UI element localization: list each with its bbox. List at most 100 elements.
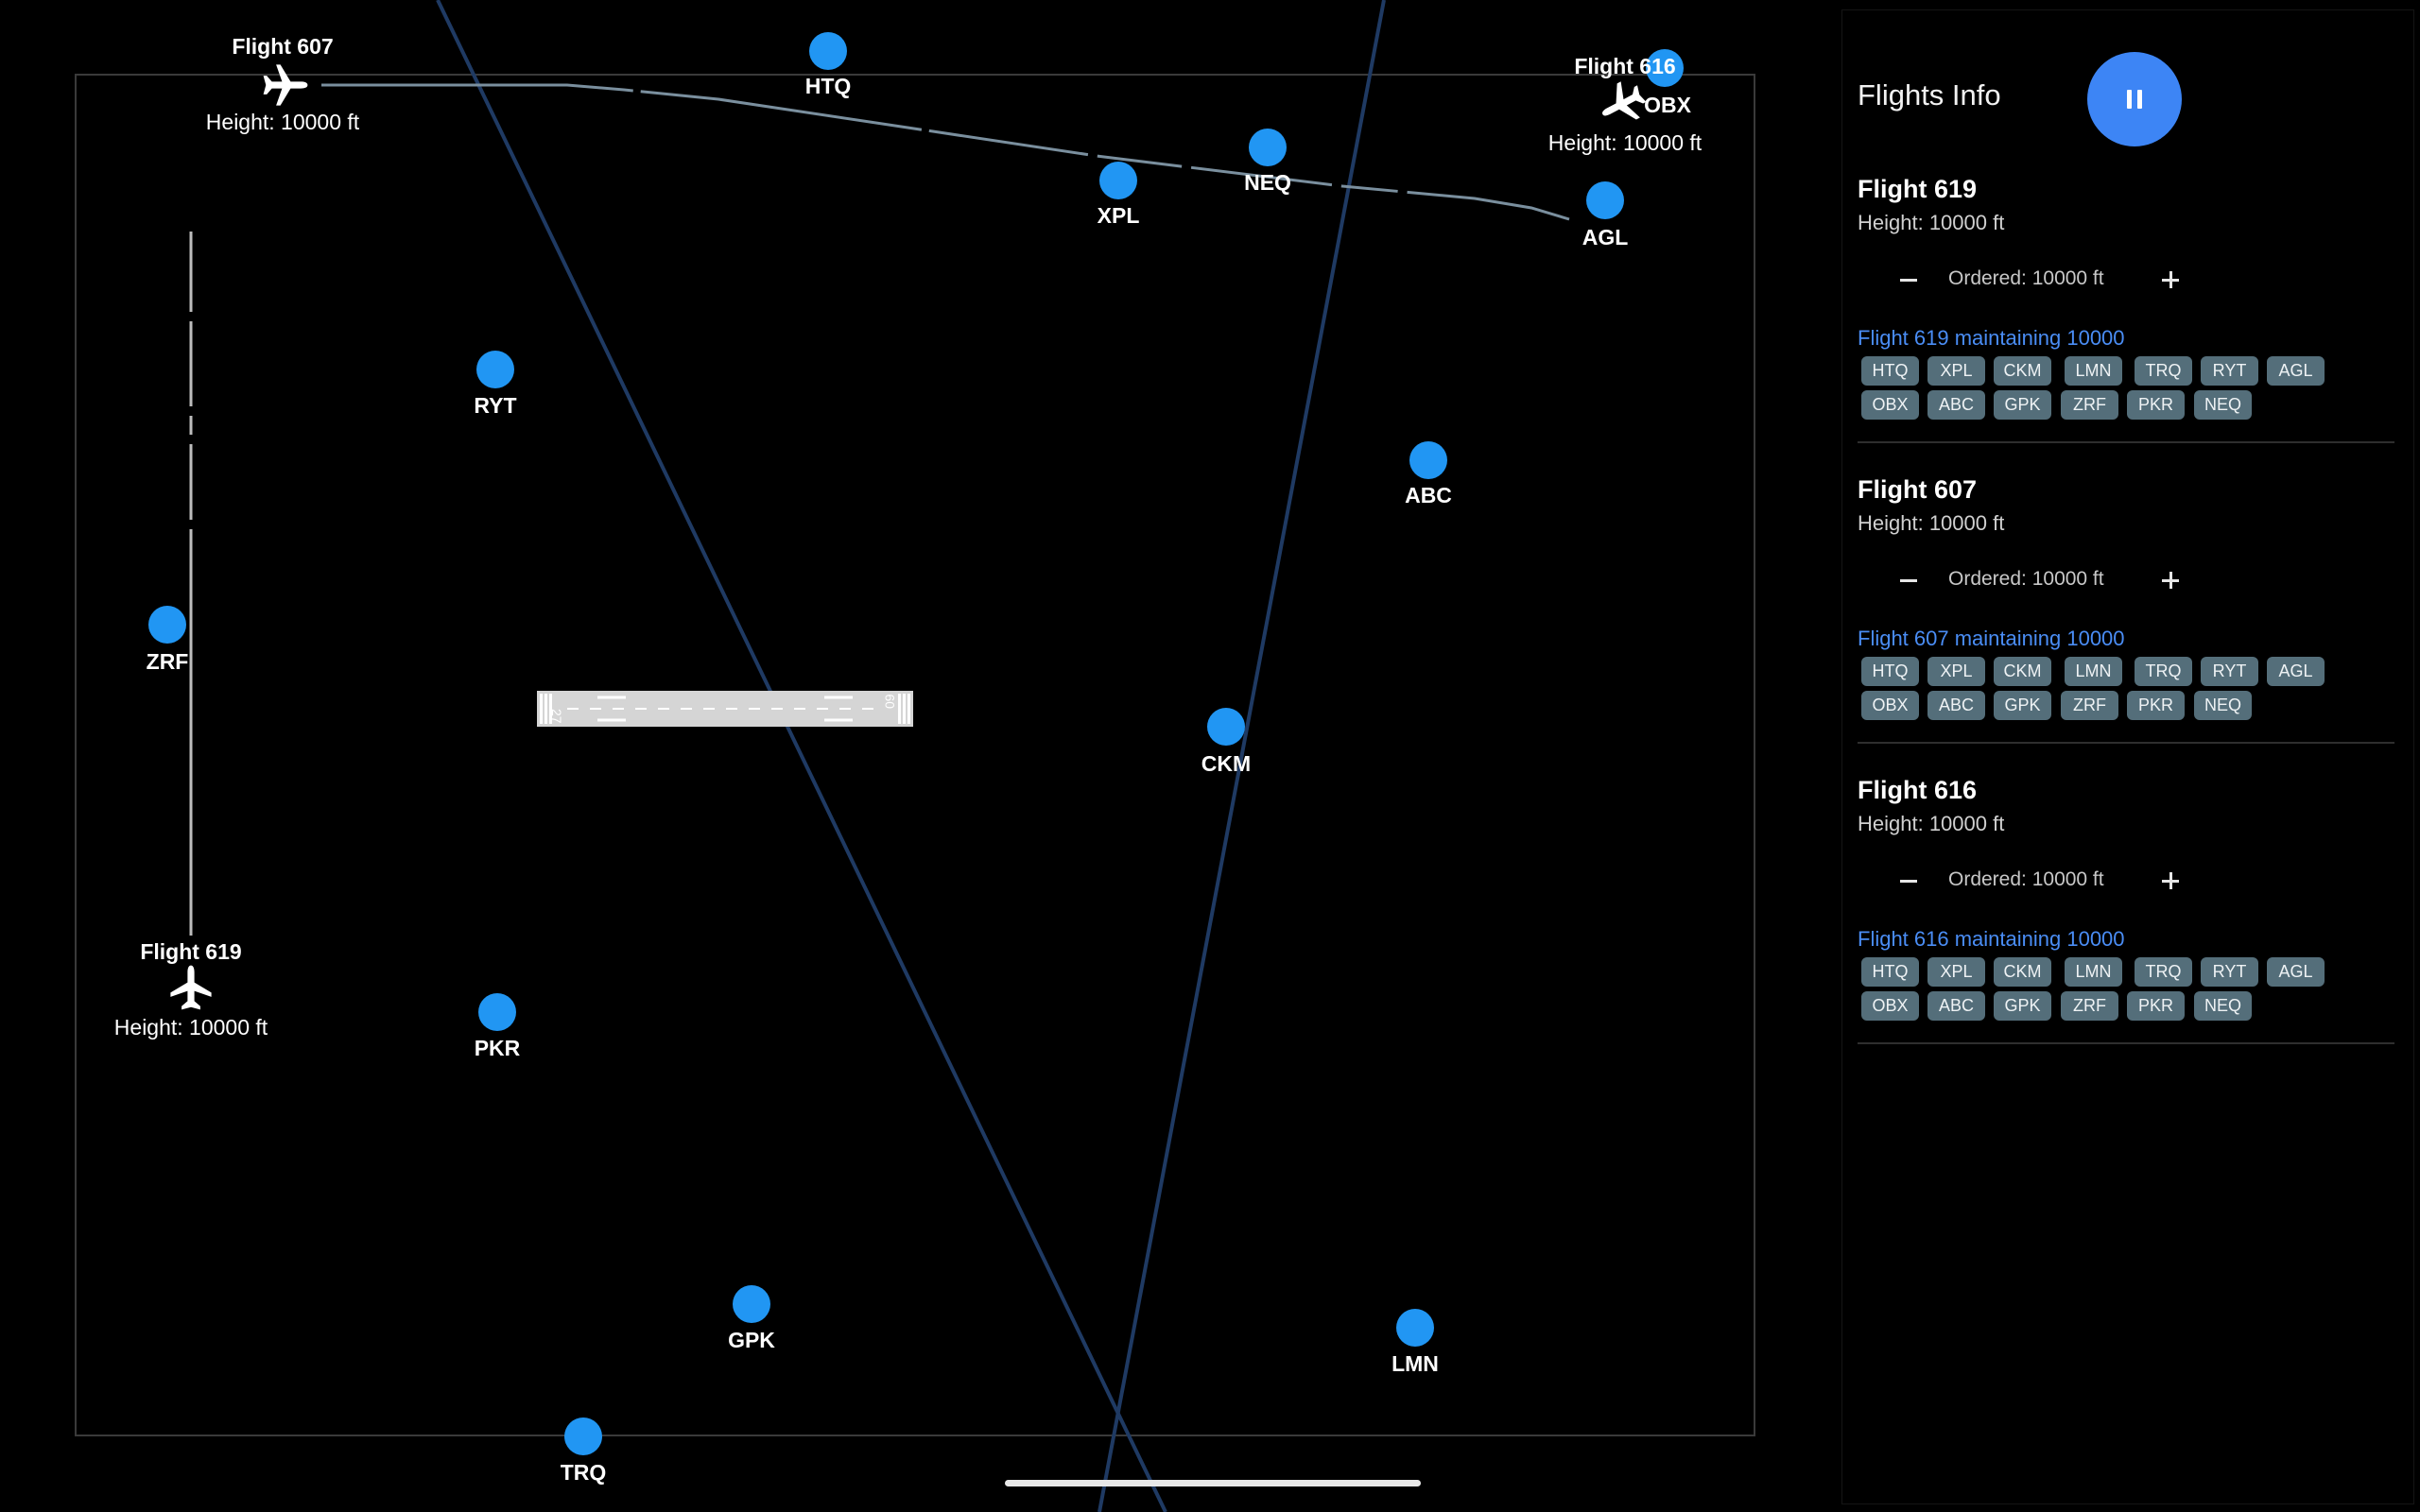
waypoint-chip[interactable]: LMN bbox=[2065, 356, 2122, 386]
waypoint-chip[interactable]: TRQ bbox=[2135, 356, 2192, 386]
ordered-altitude: Ordered: 10000 ft bbox=[1948, 568, 2104, 590]
waypoint-chip[interactable]: XPL bbox=[1927, 657, 1985, 686]
airspace-boundary bbox=[75, 74, 1755, 1436]
increase-altitude-button[interactable] bbox=[2156, 266, 2185, 294]
runway-number: 27 bbox=[549, 709, 564, 724]
waypoint-chip[interactable]: CKM bbox=[1994, 356, 2051, 386]
waypoint-label: HTQ bbox=[804, 74, 852, 98]
pause-icon bbox=[2127, 90, 2132, 109]
waypoint-label: ZRF bbox=[146, 649, 189, 674]
decrease-altitude-button[interactable] bbox=[1895, 566, 1924, 594]
waypoint-chip[interactable]: TRQ bbox=[2135, 957, 2192, 987]
waypoint-label: AGL bbox=[1582, 225, 1629, 249]
waypoint-ckm[interactable] bbox=[1207, 708, 1245, 746]
panel-title: Flights Info bbox=[1858, 78, 2001, 112]
waypoint-zrf[interactable] bbox=[148, 606, 186, 644]
waypoint-chip[interactable]: GPK bbox=[1994, 691, 2051, 720]
waypoint-chip[interactable]: XPL bbox=[1927, 356, 1985, 386]
pause-icon bbox=[2137, 90, 2142, 109]
waypoint-chip[interactable]: RYT bbox=[2201, 957, 2258, 987]
runway-number: 09 bbox=[882, 694, 897, 709]
waypoint-xpl[interactable] bbox=[1099, 162, 1137, 199]
divider bbox=[1858, 742, 2394, 744]
waypoint-chip[interactable]: GPK bbox=[1994, 390, 2051, 420]
waypoint-label: NEQ bbox=[1244, 170, 1291, 195]
waypoint-chip[interactable]: PKR bbox=[2127, 691, 2185, 720]
waypoint-chip[interactable]: ABC bbox=[1927, 390, 1985, 420]
airplane-icon[interactable] bbox=[1597, 78, 1648, 129]
waypoint-chip[interactable]: RYT bbox=[2201, 657, 2258, 686]
waypoint-chip[interactable]: CKM bbox=[1994, 657, 2051, 686]
waypoint-chip[interactable]: TRQ bbox=[2135, 657, 2192, 686]
waypoint-chip[interactable]: ZRF bbox=[2061, 691, 2118, 720]
decrease-altitude-button[interactable] bbox=[1895, 266, 1924, 294]
waypoint-label: RYT bbox=[474, 393, 517, 418]
waypoint-chip[interactable]: PKR bbox=[2127, 991, 2185, 1021]
waypoint-abc[interactable] bbox=[1409, 441, 1447, 479]
flight-616-height: Height: 10000 ft bbox=[1547, 130, 1703, 155]
waypoint-label: PKR bbox=[474, 1036, 521, 1060]
waypoint-lmn[interactable] bbox=[1396, 1309, 1434, 1347]
flight-status: Flight 607 maintaining 10000 bbox=[1858, 627, 2125, 650]
waypoint-chip[interactable]: OBX bbox=[1861, 991, 1919, 1021]
flight-card-title: Flight 607 bbox=[1858, 475, 1978, 504]
waypoint-chip[interactable]: AGL bbox=[2267, 356, 2325, 386]
radar-map[interactable]: 27 09 HTQ XPL NEQ OBX AGL RYT ABC ZRF CK… bbox=[0, 0, 1834, 1512]
waypoint-neq[interactable] bbox=[1249, 129, 1287, 166]
waypoint-chip[interactable]: CKM bbox=[1994, 957, 2051, 987]
waypoint-label: ABC bbox=[1405, 483, 1452, 507]
waypoint-chip[interactable]: AGL bbox=[2267, 957, 2325, 987]
flight-status: Flight 616 maintaining 10000 bbox=[1858, 927, 2125, 951]
waypoint-chip[interactable]: NEQ bbox=[2194, 390, 2252, 420]
waypoint-pkr[interactable] bbox=[478, 993, 516, 1031]
waypoint-label: CKM bbox=[1201, 751, 1252, 776]
waypoint-trq[interactable] bbox=[564, 1418, 602, 1455]
route-line bbox=[436, 0, 1167, 1512]
route-line bbox=[1098, 0, 1386, 1512]
divider bbox=[1858, 1042, 2394, 1044]
waypoint-chip[interactable]: ZRF bbox=[2061, 390, 2118, 420]
waypoint-chip[interactable]: ZRF bbox=[2061, 991, 2118, 1021]
waypoint-label: GPK bbox=[728, 1328, 775, 1352]
waypoint-chip[interactable]: HTQ bbox=[1861, 356, 1919, 386]
flight-card: Flight 607 Height: 10000 ft Ordered: 100… bbox=[1858, 475, 2410, 776]
radar-canvas: 27 09 bbox=[75, 0, 1755, 1512]
waypoint-chip[interactable]: OBX bbox=[1861, 691, 1919, 720]
increase-altitude-button[interactable] bbox=[2156, 566, 2185, 594]
waypoint-chip[interactable]: ABC bbox=[1927, 691, 1985, 720]
waypoint-chip[interactable]: XPL bbox=[1927, 957, 1985, 987]
waypoint-chip[interactable]: LMN bbox=[2065, 657, 2122, 686]
waypoint-chip[interactable]: RYT bbox=[2201, 356, 2258, 386]
flight-card-title: Flight 619 bbox=[1858, 175, 1978, 203]
waypoint-label: TRQ bbox=[560, 1460, 607, 1485]
airplane-icon[interactable] bbox=[260, 60, 311, 111]
flight-card-height: Height: 10000 ft bbox=[1858, 211, 2005, 234]
waypoint-gpk[interactable] bbox=[733, 1285, 770, 1323]
waypoint-chip[interactable]: ABC bbox=[1927, 991, 1985, 1021]
waypoint-chip[interactable]: PKR bbox=[2127, 390, 2185, 420]
flight-path bbox=[321, 83, 1570, 221]
waypoint-chip[interactable]: NEQ bbox=[2194, 991, 2252, 1021]
pause-button[interactable] bbox=[2087, 52, 2182, 146]
decrease-altitude-button[interactable] bbox=[1895, 867, 1924, 895]
waypoint-chip[interactable]: OBX bbox=[1861, 390, 1919, 420]
flight-619-label: Flight 619 bbox=[140, 939, 242, 964]
waypoint-label: LMN bbox=[1392, 1351, 1439, 1376]
home-indicator[interactable] bbox=[1005, 1480, 1421, 1486]
airplane-icon[interactable] bbox=[165, 962, 216, 1013]
waypoint-htq[interactable] bbox=[809, 32, 847, 70]
runway: 27 09 bbox=[537, 691, 913, 727]
waypoint-obx[interactable] bbox=[1646, 49, 1684, 87]
waypoint-chip[interactable]: GPK bbox=[1994, 991, 2051, 1021]
ordered-altitude: Ordered: 10000 ft bbox=[1948, 267, 2104, 289]
waypoint-chip[interactable]: HTQ bbox=[1861, 657, 1919, 686]
waypoint-chip[interactable]: LMN bbox=[2065, 957, 2122, 987]
waypoint-ryt[interactable] bbox=[476, 351, 514, 388]
panel-header: Flights Info bbox=[1858, 52, 2406, 146]
increase-altitude-button[interactable] bbox=[2156, 867, 2185, 895]
waypoint-label: OBX bbox=[1644, 93, 1691, 117]
waypoint-chip[interactable]: NEQ bbox=[2194, 691, 2252, 720]
waypoint-chip[interactable]: HTQ bbox=[1861, 957, 1919, 987]
waypoint-agl[interactable] bbox=[1586, 181, 1624, 219]
waypoint-chip[interactable]: AGL bbox=[2267, 657, 2325, 686]
